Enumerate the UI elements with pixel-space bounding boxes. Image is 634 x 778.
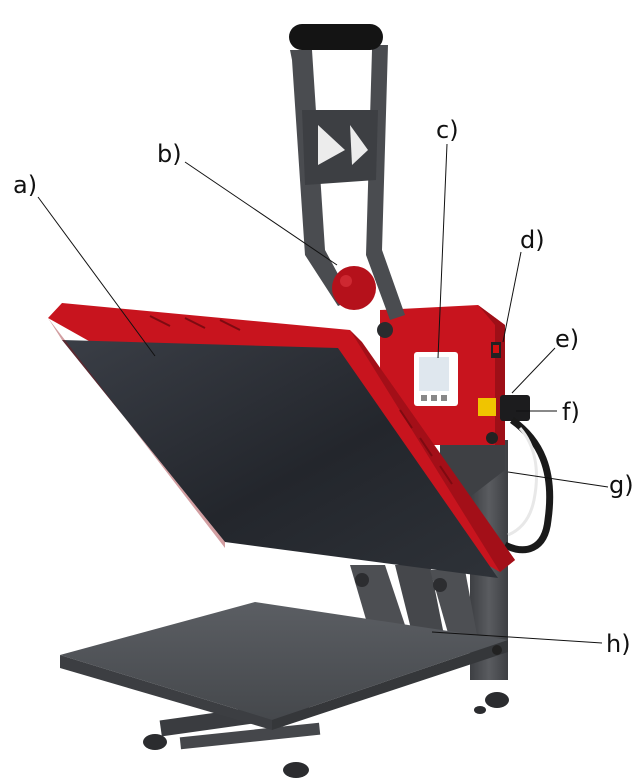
callout-d: d) xyxy=(520,226,545,254)
callout-a: a) xyxy=(13,171,37,199)
callout-labels: a) b) c) d) e) f) g) h) xyxy=(13,116,634,658)
leader-g xyxy=(507,471,609,488)
leader-lines xyxy=(37,143,609,644)
callout-f: f) xyxy=(562,398,580,426)
callout-h: h) xyxy=(606,630,631,658)
leader-e xyxy=(511,347,556,394)
control-housing xyxy=(380,305,530,445)
connector-plug xyxy=(478,398,496,416)
display-screen xyxy=(419,357,449,391)
callout-e: e) xyxy=(555,325,579,353)
callout-b: b) xyxy=(157,140,182,168)
cable-plug xyxy=(500,395,530,421)
handle-knob xyxy=(332,266,376,310)
foot xyxy=(143,734,167,750)
leader-h xyxy=(431,631,603,644)
handle-grip xyxy=(289,24,383,50)
leader-b xyxy=(184,161,338,266)
lower-platen xyxy=(60,602,508,730)
callout-g: g) xyxy=(609,471,634,499)
power-cable xyxy=(503,417,554,554)
leader-d xyxy=(502,251,522,343)
upper-platen xyxy=(48,303,515,578)
leader-a xyxy=(37,196,156,357)
leader-c xyxy=(437,143,448,359)
foot xyxy=(283,762,309,778)
callout-c: c) xyxy=(436,116,459,144)
foot xyxy=(485,692,509,708)
handle-arm xyxy=(289,24,405,338)
